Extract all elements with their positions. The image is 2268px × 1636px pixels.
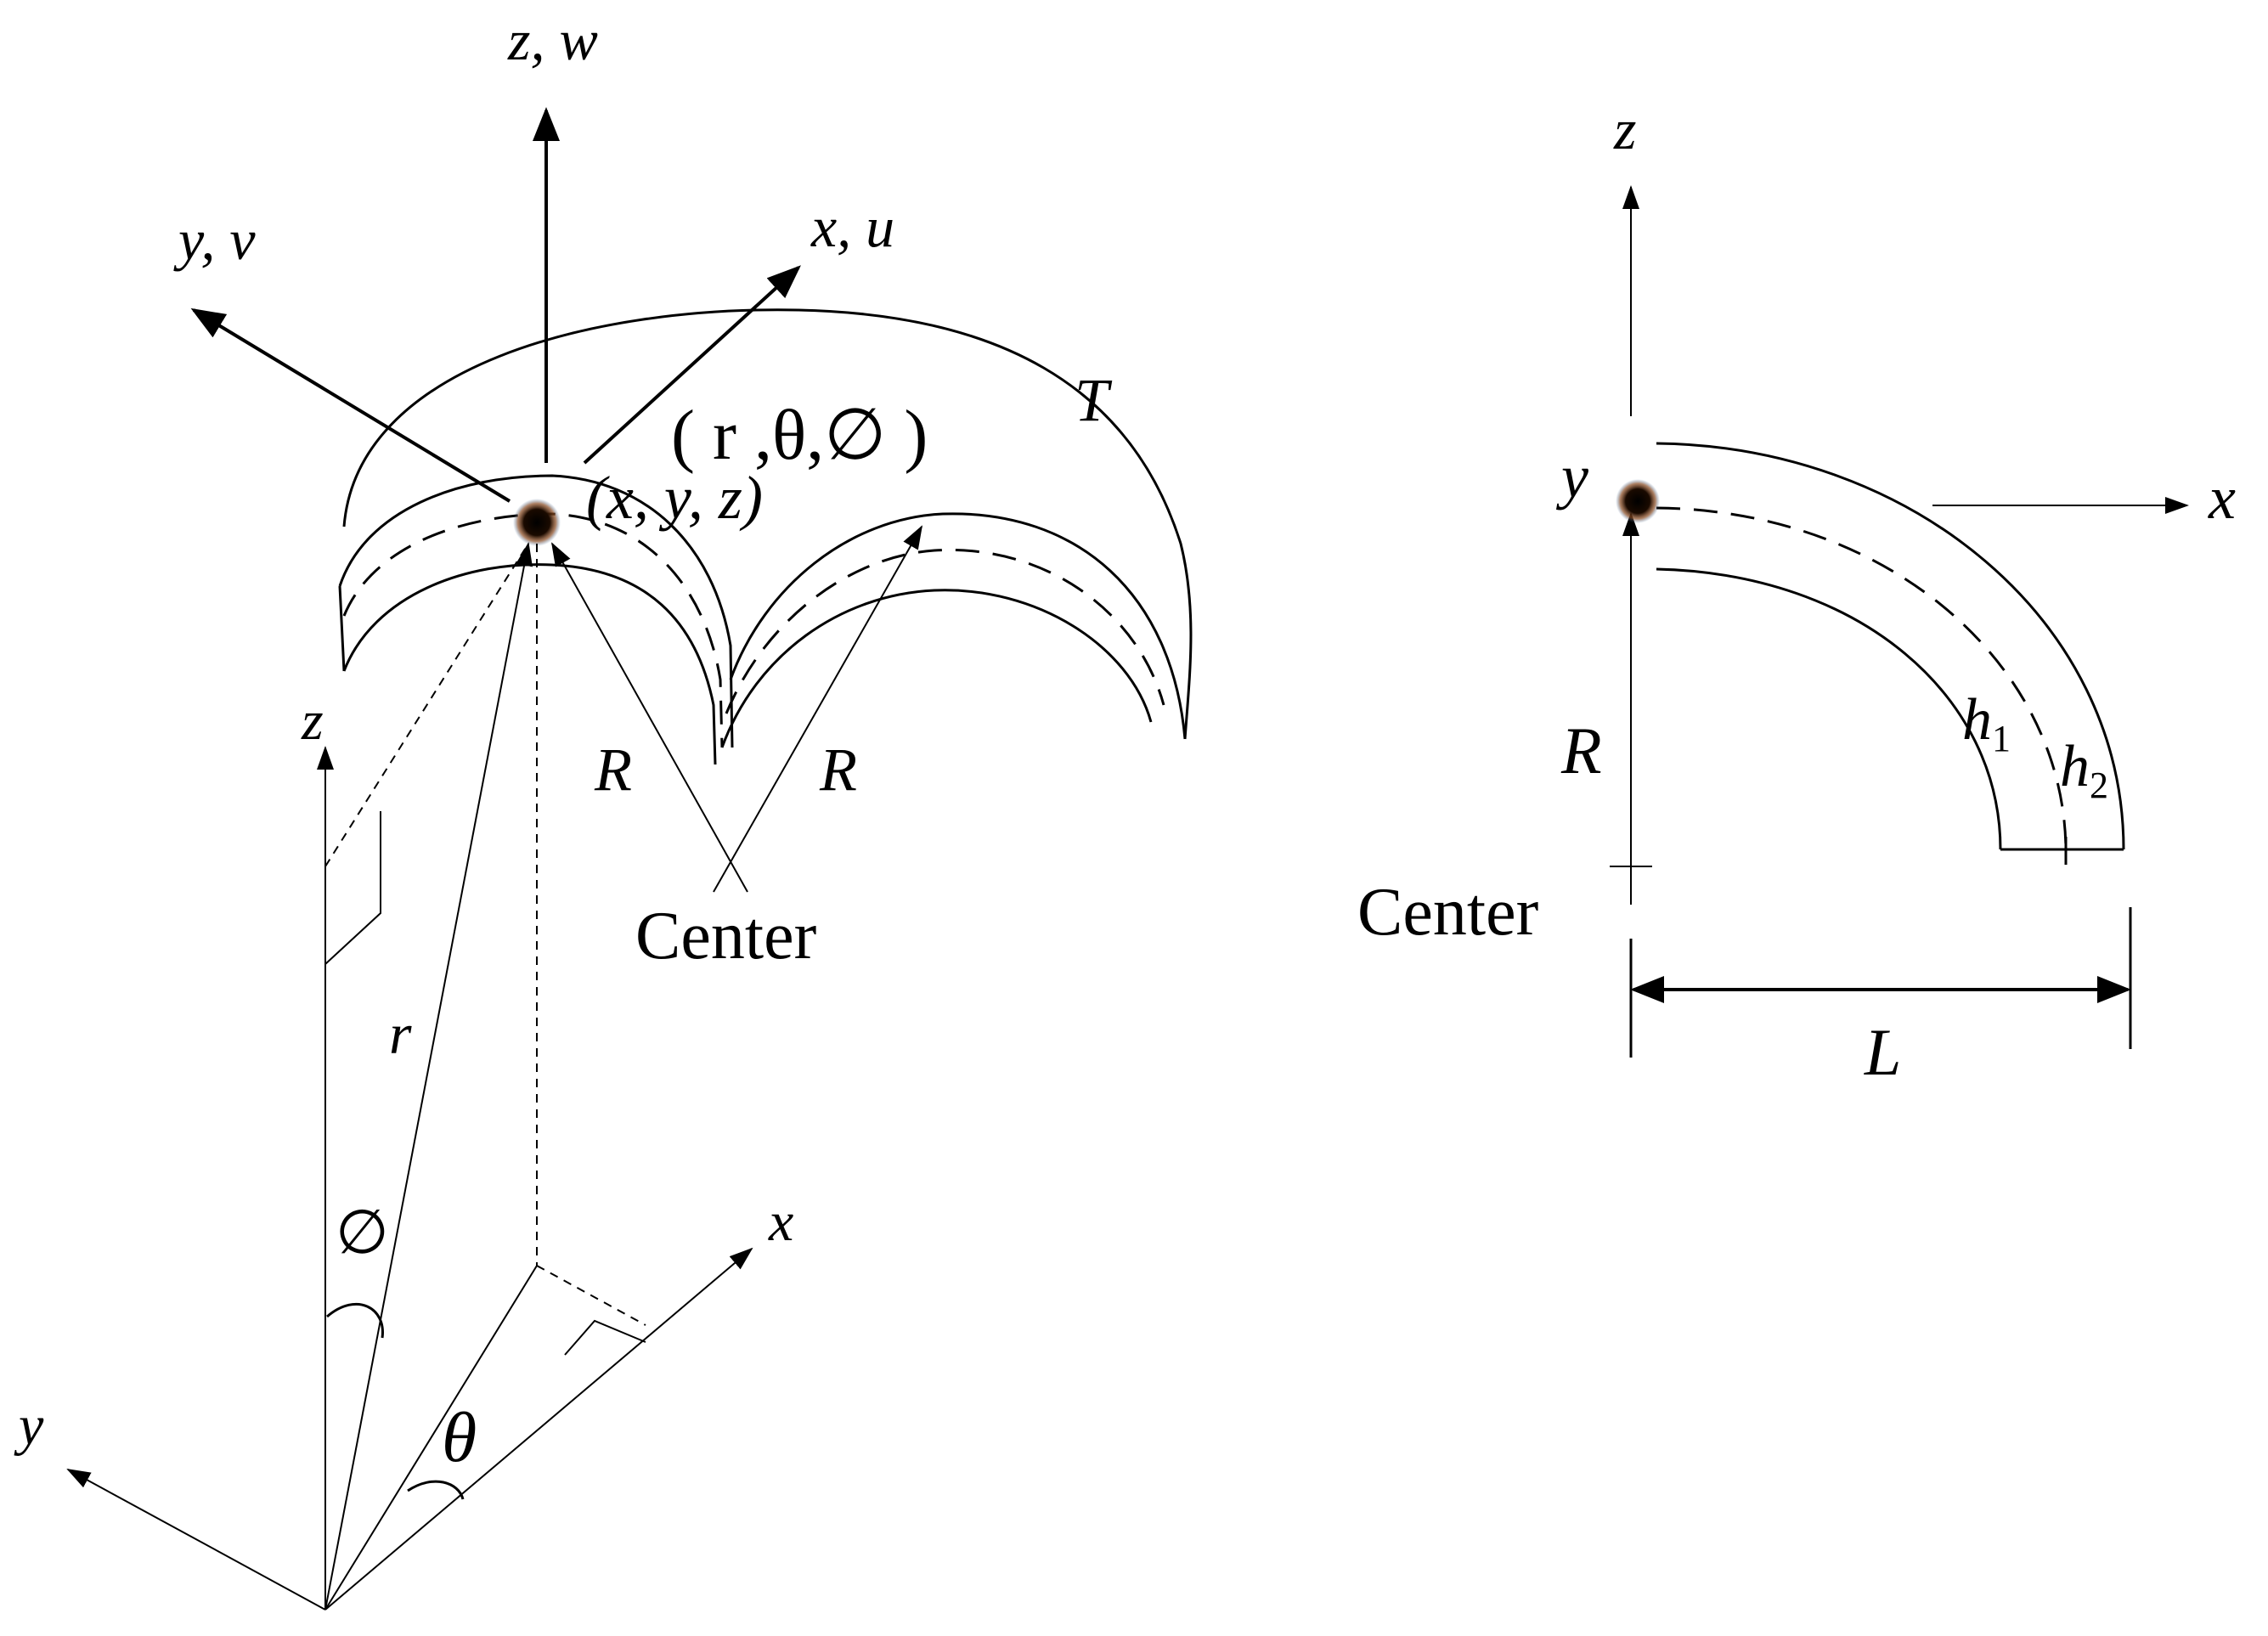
projection-line bbox=[324, 1265, 538, 1611]
y-v-axis bbox=[190, 307, 511, 503]
theta-label: θ bbox=[442, 1398, 477, 1477]
shell-left-mid-arc bbox=[342, 512, 724, 748]
local-x-label: x bbox=[768, 1191, 793, 1253]
beam-outer-edge bbox=[1656, 442, 2125, 850]
right-figure bbox=[1610, 185, 2189, 1058]
projection-to-x bbox=[536, 1265, 646, 1326]
shell-right-inner-arc bbox=[720, 589, 1153, 748]
right-z-label: z bbox=[1613, 97, 1636, 161]
radius-arrow-2 bbox=[713, 525, 922, 893]
theta-angle-arc bbox=[407, 1480, 465, 1500]
right-figure-labels: z y x R h1 h2 Center L bbox=[1357, 97, 2236, 1089]
phi-angle-arc bbox=[326, 1302, 384, 1339]
shell-top-surface bbox=[342, 308, 1193, 740]
radius-arrow-1 bbox=[551, 542, 748, 893]
radius-label-2: R bbox=[819, 736, 857, 804]
h2-label: h2 bbox=[2060, 734, 2108, 806]
position-vector-r bbox=[324, 542, 533, 1611]
right-angle-mark-2 bbox=[564, 1319, 646, 1356]
left-figure bbox=[66, 107, 1193, 1611]
right-point-marker bbox=[1616, 479, 1660, 523]
right-y-label: y bbox=[1555, 443, 1588, 511]
phi-label: ∅ bbox=[336, 1199, 389, 1266]
z-w-axis-label: z, w bbox=[507, 8, 598, 72]
thickness-label: T bbox=[1075, 366, 1113, 434]
shell-right-outer-arc bbox=[729, 512, 1187, 740]
r-label: r bbox=[389, 1001, 412, 1066]
local-z-label: z bbox=[301, 690, 324, 752]
right-radius-label: R bbox=[1560, 714, 1602, 787]
shell-left-outer-arc bbox=[338, 474, 734, 748]
shell-point-marker bbox=[513, 499, 561, 546]
local-x-axis bbox=[324, 1247, 753, 1611]
cartesian-coords-label: (x, y, z) bbox=[586, 464, 763, 532]
right-x-label: x bbox=[2208, 464, 2236, 532]
local-y-axis bbox=[66, 1469, 326, 1611]
x-u-axis-label: x, u bbox=[810, 195, 894, 259]
left-figure-labels: z, w y, v x, u ( r ,θ,∅ ) (x, y, z) T R … bbox=[14, 8, 1113, 1477]
length-label: L bbox=[1864, 1015, 1901, 1089]
z-guide-dashed bbox=[324, 543, 529, 867]
center-label: Center bbox=[635, 899, 816, 973]
right-angle-mark-1 bbox=[324, 811, 381, 965]
spherical-coords-label: ( r ,θ,∅ ) bbox=[671, 396, 928, 475]
right-center-label: Center bbox=[1357, 875, 1538, 950]
shell-left-edge bbox=[338, 585, 346, 672]
radius-label-1: R bbox=[594, 736, 632, 804]
x-u-axis bbox=[583, 265, 801, 465]
beam-inner-edge bbox=[1656, 567, 2002, 850]
h2-subscript: 2 bbox=[2090, 764, 2108, 806]
shell-right-mid-arc bbox=[725, 548, 1165, 714]
h1-label: h1 bbox=[1962, 687, 2011, 759]
beam-mid-edge bbox=[1656, 506, 2068, 850]
y-v-axis-label: y, v bbox=[173, 207, 256, 272]
local-y-label: y bbox=[14, 1395, 44, 1457]
h1-subscript: 1 bbox=[1992, 718, 2011, 759]
